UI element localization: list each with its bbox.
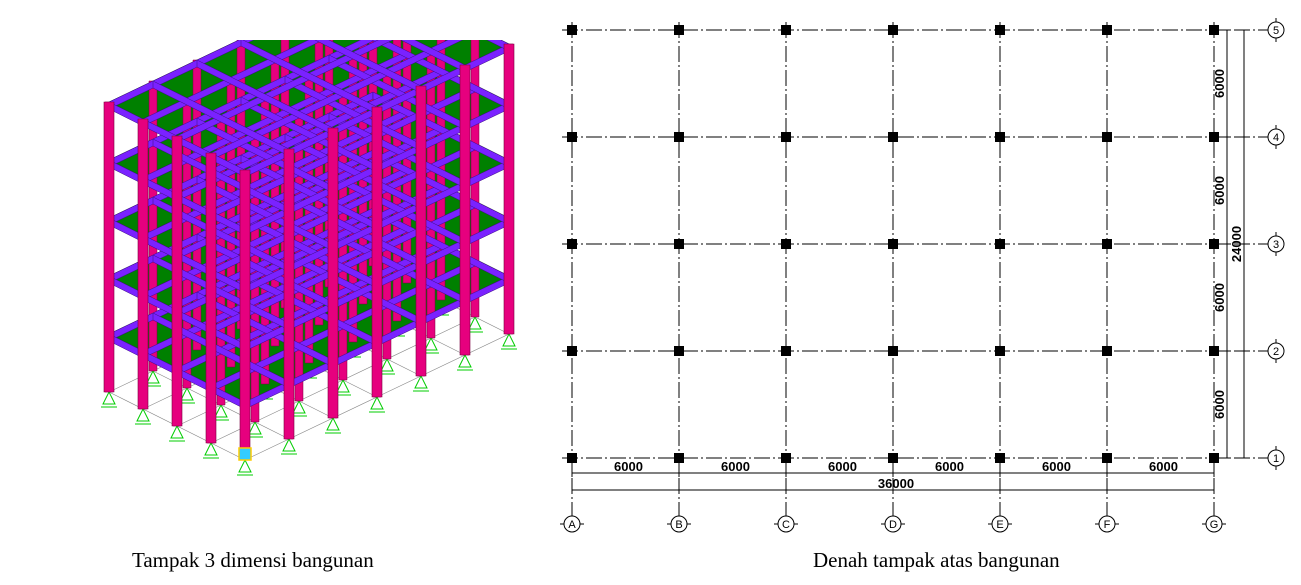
- column-B1: [674, 453, 684, 463]
- axis-label-F: F: [1104, 519, 1111, 531]
- column-A2: [567, 346, 577, 356]
- support-symbol: [457, 353, 473, 371]
- column-F2: [1102, 346, 1112, 356]
- column-F4: [1102, 132, 1112, 142]
- caption-floor-plan: Denah tampak atas bangunan: [813, 548, 1060, 572]
- support-symbol: [101, 390, 117, 408]
- column-C5: [781, 25, 791, 35]
- span-label-x: 6000: [1042, 459, 1071, 474]
- column-front: [137, 118, 149, 410]
- support-symbol: [169, 424, 185, 442]
- building-3d-drawing: [101, 0, 517, 476]
- column-G4: [1209, 132, 1219, 142]
- total-label-x: 36000: [878, 476, 914, 491]
- column-B4: [674, 132, 684, 142]
- column-E2: [995, 346, 1005, 356]
- axis-label-E: E: [996, 519, 1003, 531]
- span-label-x: 6000: [828, 459, 857, 474]
- column-front: [415, 85, 427, 377]
- column-front: [283, 148, 295, 440]
- span-label-x: 6000: [721, 459, 750, 474]
- column-E1: [995, 453, 1005, 463]
- span-label-y: 6000: [1212, 69, 1227, 98]
- column-F3: [1102, 239, 1112, 249]
- column-front: [103, 101, 115, 393]
- axis-label-5: 5: [1273, 25, 1279, 37]
- column-A3: [567, 239, 577, 249]
- column-E4: [995, 132, 1005, 142]
- building-3d-view: [0, 0, 540, 510]
- column-A4: [567, 132, 577, 142]
- span-label-y: 6000: [1212, 283, 1227, 312]
- column-F5: [1102, 25, 1112, 35]
- caption-3d-view: Tampak 3 dimensi bangunan: [132, 548, 374, 572]
- support-symbol: [281, 437, 297, 455]
- column-B3: [674, 239, 684, 249]
- axis-label-D: D: [889, 519, 897, 531]
- column-G5: [1209, 25, 1219, 35]
- column-B5: [674, 25, 684, 35]
- total-label-y: 24000: [1229, 226, 1244, 262]
- support-symbol: [203, 441, 219, 459]
- support-symbol: [135, 407, 151, 425]
- column-G2: [1209, 346, 1219, 356]
- column-front: [239, 169, 251, 461]
- column-E5: [995, 25, 1005, 35]
- column-D1: [888, 453, 898, 463]
- column-E3: [995, 239, 1005, 249]
- axis-label-A: A: [568, 519, 576, 531]
- column-front: [371, 106, 383, 398]
- column-C2: [781, 346, 791, 356]
- origin-axis-icon: [238, 447, 252, 461]
- column-front: [171, 135, 183, 427]
- column-G3: [1209, 239, 1219, 249]
- span-label-x: 6000: [614, 459, 643, 474]
- column-D4: [888, 132, 898, 142]
- span-label-x: 6000: [935, 459, 964, 474]
- column-G1: [1209, 453, 1219, 463]
- column-C4: [781, 132, 791, 142]
- axis-label-1: 1: [1273, 453, 1279, 465]
- span-label-y: 6000: [1212, 176, 1227, 205]
- axis-label-G: G: [1210, 519, 1219, 531]
- axis-label-4: 4: [1273, 132, 1279, 144]
- axis-label-B: B: [675, 519, 682, 531]
- column-D2: [888, 346, 898, 356]
- column-F1: [1102, 453, 1112, 463]
- axis-label-2: 2: [1273, 346, 1279, 358]
- column-front: [205, 152, 217, 444]
- column-A1: [567, 453, 577, 463]
- column-B2: [674, 346, 684, 356]
- column-D3: [888, 239, 898, 249]
- support-symbol: [325, 416, 341, 434]
- column-D5: [888, 25, 898, 35]
- support-symbol: [413, 374, 429, 392]
- column-front: [327, 127, 339, 419]
- column-C3: [781, 239, 791, 249]
- column-front: [459, 64, 471, 356]
- axis-label-C: C: [782, 519, 790, 531]
- axis-label-3: 3: [1273, 239, 1279, 251]
- column-A5: [567, 25, 577, 35]
- support-symbol: [369, 395, 385, 413]
- span-label-y: 6000: [1212, 390, 1227, 419]
- support-symbol: [237, 458, 253, 476]
- column-front: [503, 43, 515, 335]
- column: [402, 0, 412, 284]
- column-C1: [781, 453, 791, 463]
- support-symbol: [501, 332, 517, 350]
- span-label-x: 6000: [1149, 459, 1178, 474]
